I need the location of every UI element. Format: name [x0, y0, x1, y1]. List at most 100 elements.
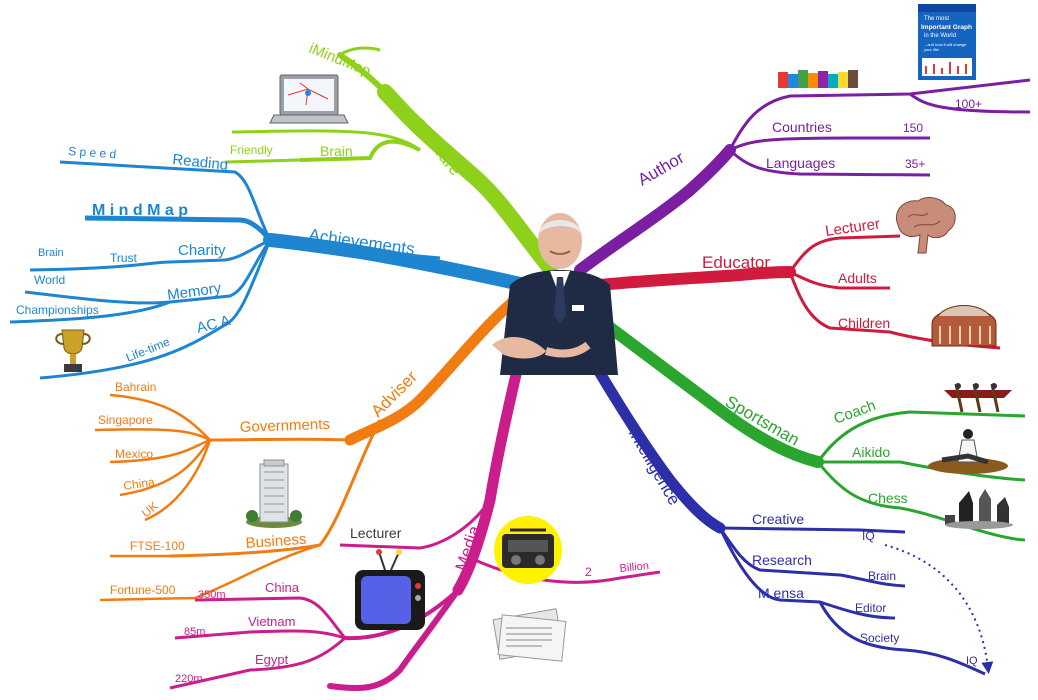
educator-adults-label: Adults [838, 270, 877, 286]
media-billion-label: Billion [619, 560, 649, 575]
media-china-label: China [265, 580, 300, 595]
adviser-bahrain-line [109, 393, 211, 441]
achievements-reading-label: Reading [172, 151, 229, 174]
adviser-uk-line [144, 439, 212, 522]
author-hundred-line [909, 92, 1031, 114]
achievements-charity-label: Charity [178, 242, 226, 259]
adviser-governments-label: Governments [240, 416, 331, 436]
intelligence-society-label: Society [860, 631, 899, 645]
intelligence-editor-label: Editor [855, 601, 886, 615]
media-two-label: 2 [585, 565, 592, 579]
achievements-speed-label: S p e e d [68, 144, 117, 161]
branch-intelligence: Intelligence Creative IQ Research Brain … [574, 334, 994, 676]
software-brain-line [299, 139, 421, 162]
adviser-china-line [119, 439, 212, 497]
media-lecturer-label: Lecturer [350, 525, 402, 541]
intelligence-creative-line [719, 526, 906, 534]
media-egypt-num-label: 220m [175, 673, 203, 685]
software-laptop-line [231, 129, 421, 152]
achievements-trust-label: Trust [110, 251, 138, 265]
rowing-image [944, 383, 1012, 413]
educator-main-branch [594, 266, 796, 291]
adviser-ftse-label: FTSE-100 [130, 539, 185, 553]
adviser-fortune-line [99, 543, 321, 602]
intelligence-brain-label: Brain [868, 569, 896, 583]
intelligence-creative-label: Creative [752, 511, 804, 527]
branch-adviser: Adviser Governments Bahrain Singapore Me… [94, 294, 521, 602]
adviser-china-label: China [122, 475, 155, 493]
media-china-num-label: 350m [198, 589, 226, 601]
adviser-mexico-line [109, 438, 211, 464]
educator-label: Educator [702, 253, 770, 272]
achievements-brain-label: Brain [38, 247, 64, 259]
media-china-line [194, 596, 347, 639]
adviser-singapore-line [94, 428, 211, 442]
author-top-line [728, 78, 1031, 151]
chess-image [945, 489, 1013, 529]
educator-lecturer-line [788, 234, 901, 273]
achievements-charity-line [29, 238, 271, 272]
achievements-memory-label: Memory [166, 280, 223, 304]
aikido-image [928, 429, 1008, 474]
intelligence-mensa-label: M ensa [758, 585, 804, 601]
author-countries-num-label: 150 [903, 121, 923, 135]
sportsman-coach-label: Coach [832, 397, 879, 428]
achievements-championships-label: Championships [16, 303, 99, 317]
intelligence-mensa-line [718, 527, 896, 620]
books-image [778, 70, 858, 88]
achievements-speed-line [59, 160, 272, 241]
skyscraper-image [246, 459, 302, 528]
intelligence-research-label: Research [752, 552, 812, 568]
book-cover-image: The most Important Graph in the World ..… [918, 4, 976, 80]
sportsman-chess-label: Chess [868, 490, 908, 506]
media-lecturer-line [339, 499, 492, 550]
book-subtitle-line-1: ...and how it will change [924, 42, 967, 47]
adviser-business-label: Business [245, 531, 307, 552]
hall-image [931, 305, 997, 347]
intelligence-research-line [718, 527, 906, 588]
adviser-bahrain-label: Bahrain [115, 380, 156, 394]
branch-author: Author 100+ Countries 150 Languages 35+ … [574, 4, 1031, 276]
media-egypt-label: Egypt [255, 652, 289, 667]
author-languages-label: Languages [766, 155, 835, 171]
laptop-image [269, 74, 349, 124]
media-sub-branch [327, 587, 461, 692]
software-imindmap-line [339, 46, 381, 57]
branch-sportsman: Sportsman Coach Aikido Chess [594, 314, 1026, 542]
media-vietnam-line [174, 629, 346, 640]
sportsman-aikido-label: Aikido [852, 444, 890, 460]
software-imindmap-label: iMindMap [307, 40, 374, 80]
book-title-line-1: The most [924, 16, 949, 22]
achievements-championships-line [9, 300, 171, 324]
sportsman-coach-line [816, 410, 1026, 463]
author-hundred-label: 100+ [955, 97, 982, 111]
adviser-singapore-label: Singapore [98, 413, 153, 427]
branch-educator: Educator Lecturer Adults Children [594, 197, 1001, 350]
brain-image [896, 197, 956, 254]
media-egypt-line [169, 636, 346, 690]
software-main-branch-tip [337, 52, 403, 111]
newspapers-image [492, 608, 567, 662]
intelligence-iq2-label: IQ [966, 655, 978, 667]
adviser-main-branch [344, 294, 521, 446]
adviser-fortune-label: Fortune-500 [110, 583, 176, 597]
media-vietnam-label: Vietnam [248, 614, 295, 629]
iq-dotted-arrow [884, 544, 994, 674]
achievements-world-label: World [34, 273, 65, 287]
author-countries-label: Countries [772, 119, 832, 135]
achievements-main-branch-label-line [299, 243, 441, 260]
achievements-mindmap-line [84, 215, 272, 242]
media-billion-line [474, 558, 661, 584]
achievements-main-branch [263, 233, 532, 292]
radio-image [494, 516, 562, 584]
adviser-uk-label: UK [139, 499, 161, 520]
intelligence-society-line [818, 601, 986, 676]
branch-media: Media Lecturer 2 Billion China 350m Viet… [169, 329, 661, 692]
educator-children-label: Children [838, 315, 890, 331]
branch-achievements: Achievements S p e e d Reading M i n d M… [9, 144, 532, 380]
achievements-mindmap-label: M i n d M a p [92, 202, 188, 219]
intelligence-iq-label: IQ [862, 529, 875, 543]
software-main-branch [377, 84, 558, 276]
software-friendly-line [224, 158, 301, 164]
